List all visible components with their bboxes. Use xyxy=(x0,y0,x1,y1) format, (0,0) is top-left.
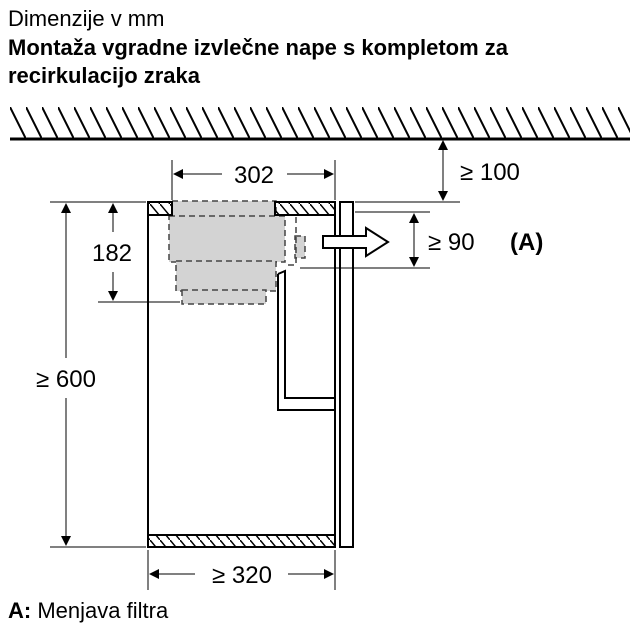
ceiling xyxy=(10,107,630,141)
dimension-hood-height: 182 xyxy=(92,240,132,267)
dimension-ceiling-gap: ≥ 100 xyxy=(460,159,520,186)
legend: A: Menjava filtra xyxy=(8,598,168,624)
dimension-top-width: 302 xyxy=(234,162,274,189)
extractor-hood xyxy=(168,200,306,305)
outlet-marker-a: (A) xyxy=(510,229,543,256)
dimension-cabinet-height: ≥ 600 xyxy=(36,366,96,393)
diagram-subtitle: Dimenzije v mm xyxy=(8,6,165,31)
legend-text: Menjava filtra xyxy=(37,598,169,623)
dimension-cabinet-width: ≥ 320 xyxy=(212,562,272,589)
airflow-arrow xyxy=(322,226,390,258)
outlet-marker-text: (A) xyxy=(510,229,543,256)
diagram-title: Montaža vgradne izvlečne nape s kompleto… xyxy=(8,35,509,88)
dimension-outlet-height: ≥ 90 xyxy=(428,229,475,256)
legend-key: A: xyxy=(8,598,32,623)
wall-cabinet xyxy=(147,201,354,548)
